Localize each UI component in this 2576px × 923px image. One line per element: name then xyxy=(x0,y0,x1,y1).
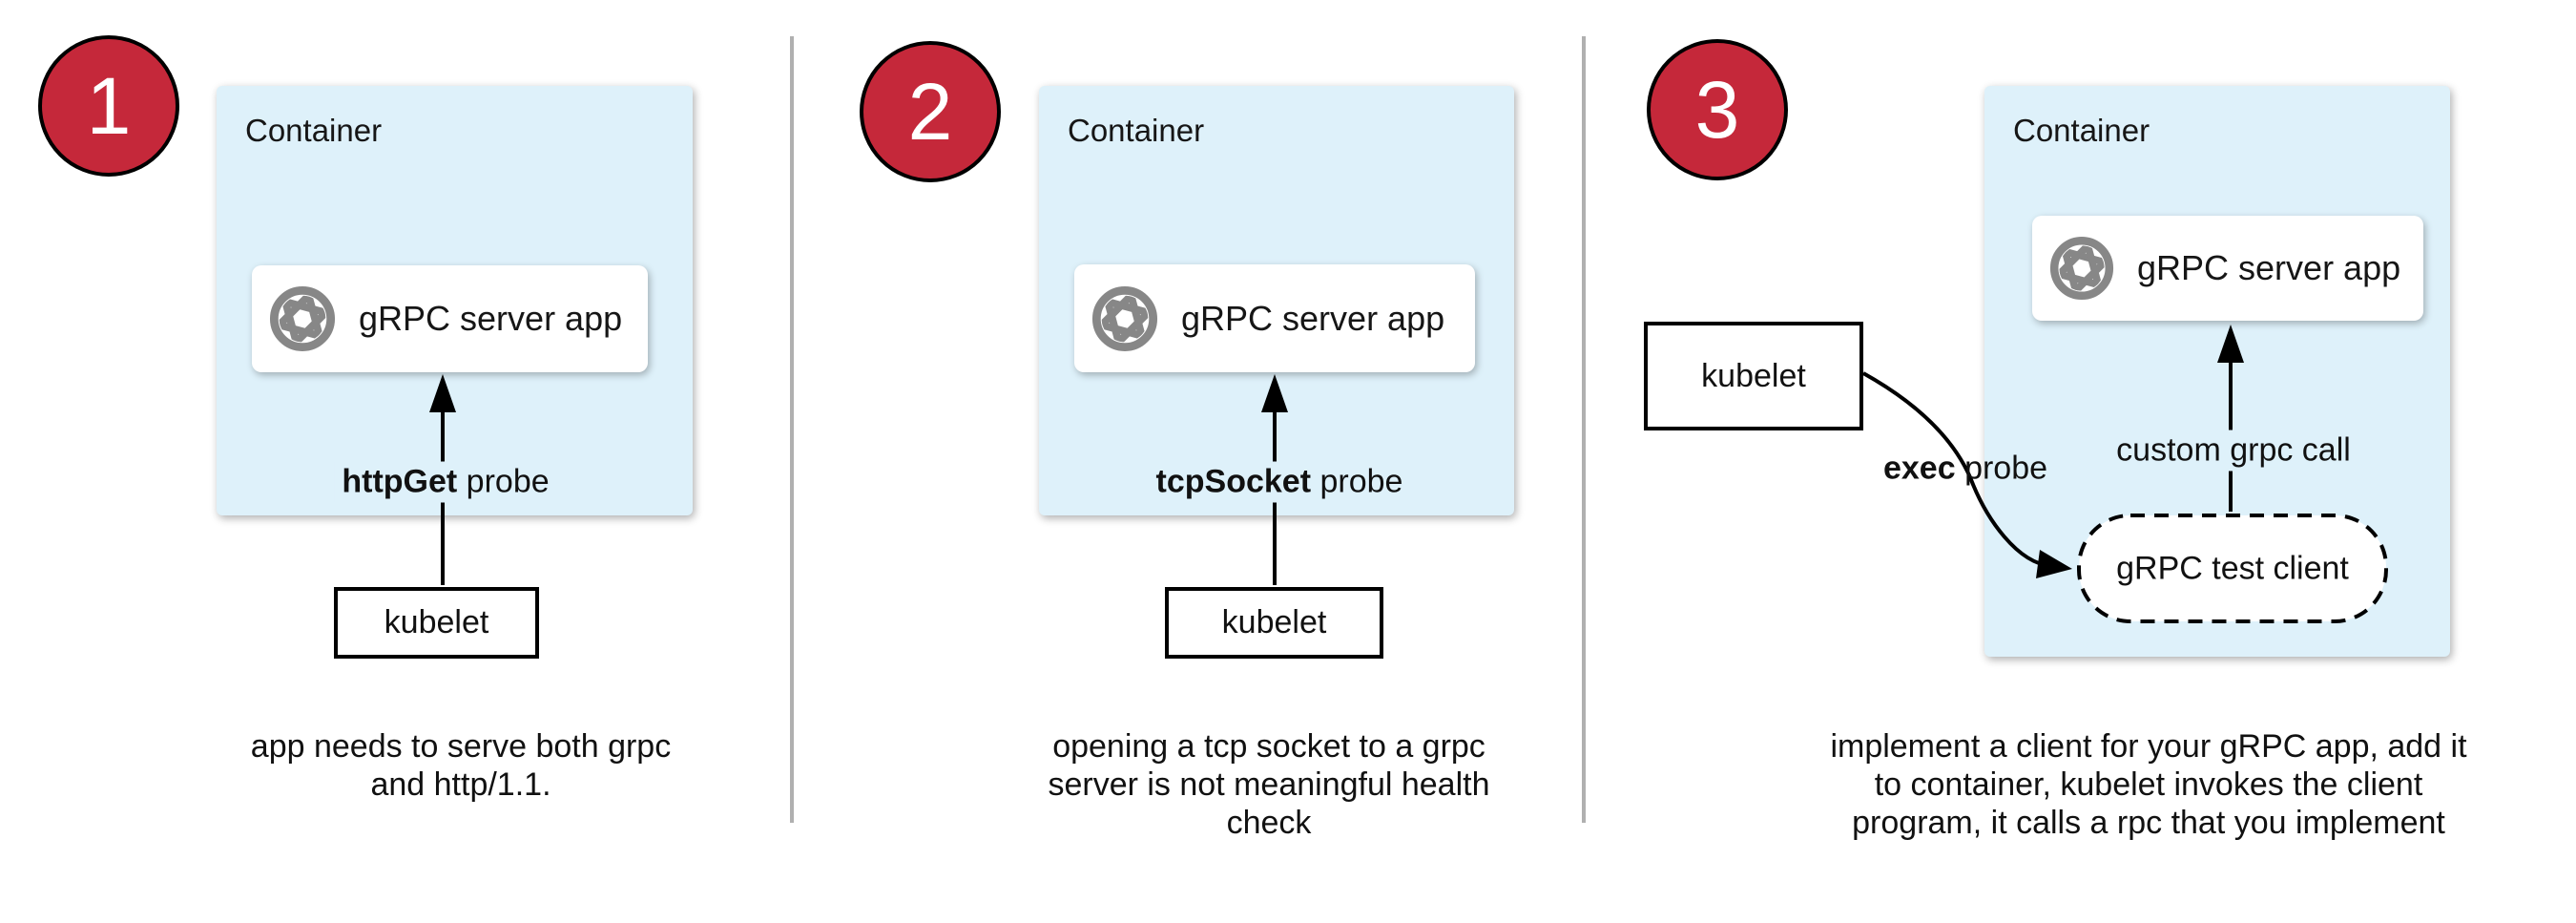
grpc-server-app-box-3: gRPC server app xyxy=(2032,216,2423,321)
kubelet-label: kubelet xyxy=(1701,357,1806,394)
aperture-icon xyxy=(269,285,336,352)
kubelet-box-1: kubelet xyxy=(334,587,539,659)
caption-panel-2: opening a tcp socket to a grpc server is… xyxy=(1048,728,1490,841)
kubelet-box-3: kubelet xyxy=(1644,322,1863,430)
grpc-server-app-label: gRPC server app xyxy=(2137,248,2401,287)
step-badge-3: 3 xyxy=(1647,39,1788,180)
grpc-test-client-label: gRPC test client xyxy=(2116,550,2349,587)
panel-divider xyxy=(1582,36,1586,823)
probe-label-exec: exec probe xyxy=(1876,449,2055,490)
aperture-icon xyxy=(1091,285,1158,352)
probe-kind: tcpSocket xyxy=(1155,463,1312,500)
kubelet-box-2: kubelet xyxy=(1165,587,1383,659)
custom-grpc-call-label: custom grpc call xyxy=(2109,430,2358,472)
grpc-server-app-label: gRPC server app xyxy=(359,299,623,338)
step-number: 2 xyxy=(907,67,953,157)
probe-kind: httpGet xyxy=(342,463,458,500)
container-label: Container xyxy=(245,113,383,148)
container-label: Container xyxy=(1068,113,1205,148)
kubelet-label: kubelet xyxy=(384,604,489,640)
probe-word: probe xyxy=(457,463,550,500)
caption-panel-3: implement a client for your gRPC app, ad… xyxy=(1830,728,2467,841)
grpc-server-app-box-2: gRPC server app xyxy=(1074,264,1475,372)
step-number: 1 xyxy=(86,61,132,151)
probe-kind: exec xyxy=(1882,450,1956,487)
probe-label-httpget: httpGet probe xyxy=(334,461,557,503)
step-badge-2: 2 xyxy=(860,41,1001,182)
step-number: 3 xyxy=(1694,65,1740,155)
grpc-server-app-box-1: gRPC server app xyxy=(252,265,648,372)
step-badge-1: 1 xyxy=(38,35,179,177)
grpc-server-app-label: gRPC server app xyxy=(1181,298,1445,338)
kubelet-label: kubelet xyxy=(1221,604,1327,640)
aperture-icon xyxy=(2049,236,2114,301)
probe-word: probe xyxy=(1955,450,2048,487)
probe-label-tcpsocket: tcpSocket probe xyxy=(1148,461,1411,503)
caption-panel-1: app needs to serve both grpc and http/1.… xyxy=(250,728,672,803)
panel-divider xyxy=(790,36,794,823)
probe-word: probe xyxy=(1311,463,1403,500)
container-label: Container xyxy=(2013,113,2150,148)
